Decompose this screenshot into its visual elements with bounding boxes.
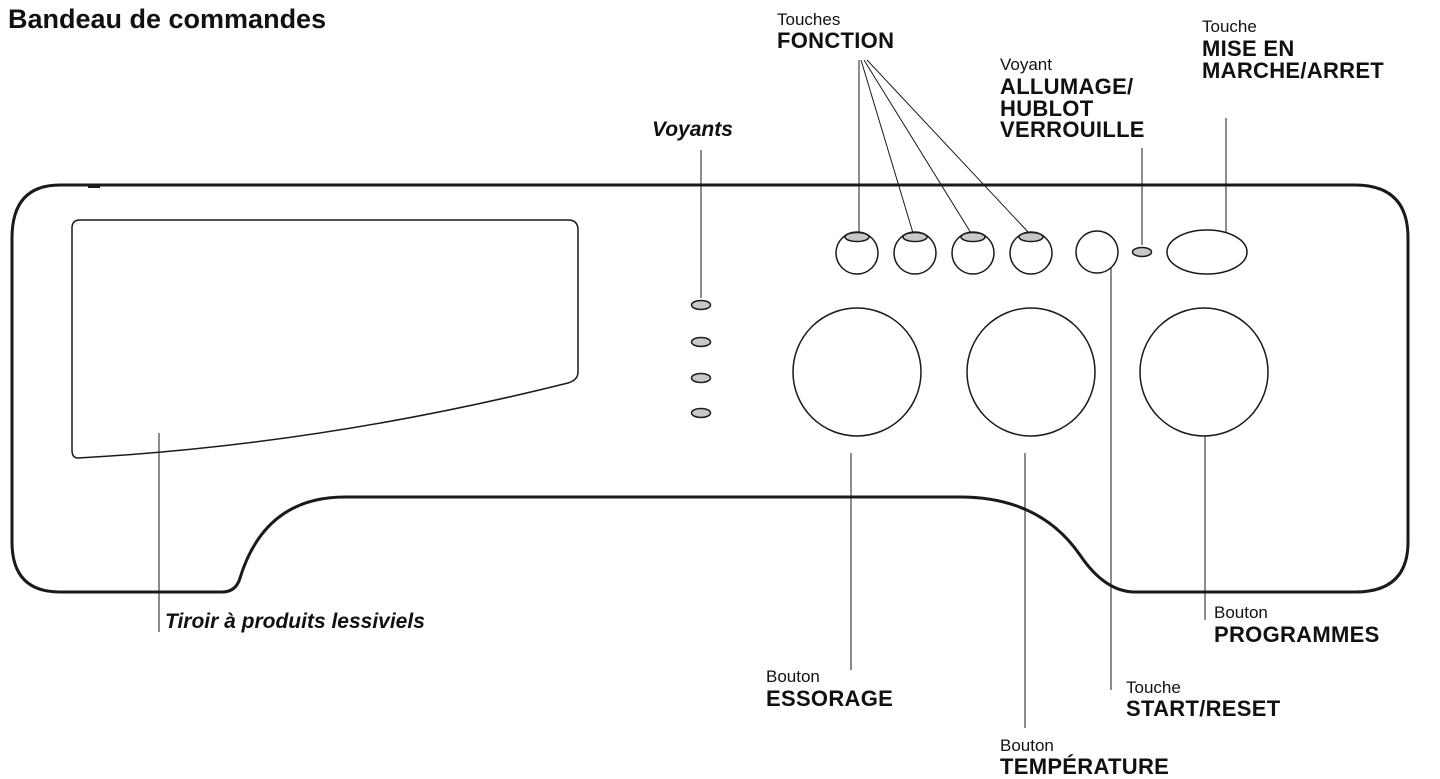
label-start-small: Touche [1126, 678, 1181, 697]
function-button-2-led [902, 231, 928, 243]
label-voyants: Voyants [652, 118, 733, 141]
function-button-1-led [844, 231, 870, 243]
start-reset-button [1075, 230, 1119, 274]
label-essorage-big: ESSORAGE [766, 686, 894, 711]
label-allumage-big: ALLUMAGE/ HUBLOT VERROUILLE [1000, 74, 1145, 143]
label-marche-small: Touche [1202, 17, 1257, 36]
label-fonction-small: Touches [777, 10, 841, 29]
label-programmes-big: PROGRAMMES [1214, 622, 1380, 647]
label-programmes-small: Bouton [1214, 603, 1268, 622]
label-temperature-big: TEMPÉRATURE [1000, 754, 1170, 779]
label-tiroir: Tiroir à produits lessiviels [165, 610, 425, 633]
leader-fonction-4 [866, 59, 1030, 234]
indicator-led-3 [690, 372, 712, 384]
label-allumage-small: Voyant [1000, 55, 1052, 74]
label-essorage-small: Bouton [766, 667, 820, 686]
leader-fonction-2 [860, 59, 914, 234]
power-door-lock-led [1131, 246, 1153, 258]
label-start-big: START/RESET [1126, 696, 1281, 721]
detergent-drawer [71, 219, 579, 459]
page-title: Bandeau de commandes [8, 4, 327, 34]
indicator-led-2 [690, 336, 712, 348]
indicator-led-4 [690, 407, 712, 419]
function-button-3-led [960, 231, 986, 243]
leader-fonction-3 [863, 59, 972, 234]
spin-knob [792, 307, 922, 437]
label-fonction-big: FONCTION [777, 28, 895, 53]
control-panel-outline [10, 183, 1410, 594]
label-marche-big: MISE EN MARCHE/ARRET [1202, 36, 1385, 83]
function-button-4-led [1018, 231, 1044, 243]
programs-knob [1139, 307, 1269, 437]
on-off-button [1166, 229, 1248, 275]
temperature-knob [966, 307, 1096, 437]
indicator-led-1 [690, 299, 712, 311]
label-temperature-small: Bouton [1000, 736, 1054, 755]
